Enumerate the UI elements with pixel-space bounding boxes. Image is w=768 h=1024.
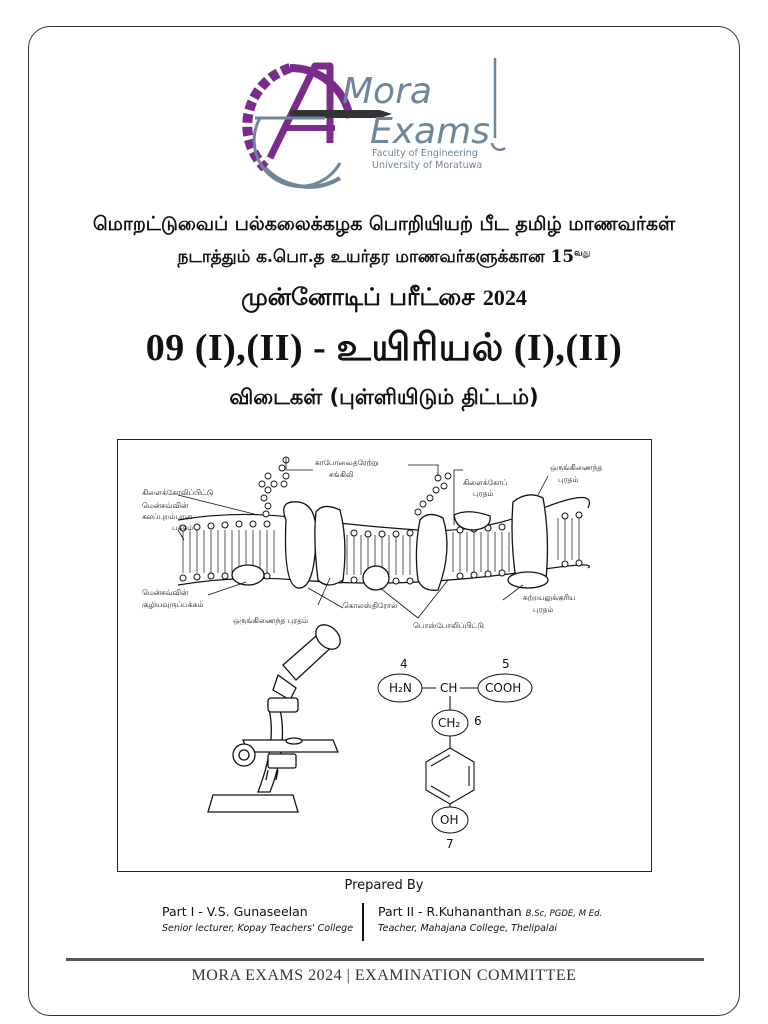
part1-role: Senior lecturer, Kopay Teachers' College xyxy=(162,923,354,934)
label-inner-surface-2: குழியவுருப்பக்கம் xyxy=(142,600,203,610)
part2-author: Part II - R.Kuhananthan xyxy=(378,904,522,919)
credit-divider xyxy=(362,903,364,941)
exam-name: முன்னோடிப் பரீட்சை xyxy=(241,283,475,311)
prepared-by-heading: Prepared By xyxy=(344,878,424,893)
label-phospholipid: பொஸ்போலிப்பிட்டு xyxy=(413,621,484,630)
logo-sub-university: University of Moratuwa xyxy=(372,160,482,171)
page-border xyxy=(28,26,740,1016)
footer-text: MORA EXAMS 2024 | EXAMINATION COMMITTEE xyxy=(191,967,577,984)
peripheral-protein xyxy=(231,564,265,586)
methylene-group: CH₂ xyxy=(438,716,460,730)
carbohydrate-chains xyxy=(258,456,452,518)
benzene-ring xyxy=(425,747,475,805)
title-line3: முன்னோடிப் பரீட்சை 2024 xyxy=(0,283,768,314)
label-4: 4 xyxy=(400,657,408,671)
label-outer-surface-1: மென்சவ்வின் xyxy=(142,501,189,510)
label-cholesterol: கொலஸ்திரோல் xyxy=(343,601,398,610)
illustration-canvas: காபோவைதரேற்று சங்கிலி கிளைக்கோலிப்பிட்டு… xyxy=(142,456,602,851)
microscope-icon xyxy=(207,624,341,813)
cholesterol xyxy=(362,565,390,591)
title-line1: மொறட்டுவைப் பல்கலைக்கழக பொறியியற் பீட தம… xyxy=(92,213,676,235)
label-integral-protein-bottom: ஒருங்கிணைந்த புரதம் xyxy=(233,616,308,626)
label-glycoprotein-1: கிளைக்கோப் xyxy=(463,478,508,487)
alpha-carbon: CH xyxy=(440,681,457,695)
title-line2: நடாத்தும் க.பொ.த உயர்தர மாணவர்களுக்கான 1… xyxy=(0,247,768,269)
label-glycoprotein-2: புரதம் xyxy=(473,489,493,498)
paper-title: 09 (I),(II) - உயிரியல் (I),(II) xyxy=(145,327,623,369)
marking-scheme-subtitle: விடைகள் (புள்ளியிடும் திட்டம்) xyxy=(229,385,539,409)
title-line2-text: நடாத்தும் க.பொ.த உயர்தர மாணவர்களுக்கான 1… xyxy=(177,247,575,267)
logo-brand-exams: Exams xyxy=(370,111,490,152)
logo-brand-mora: Mora xyxy=(342,71,432,112)
label-6: 6 xyxy=(474,714,482,728)
label-7: 7 xyxy=(446,837,454,851)
credit-part2: Part II - R.Kuhananthan B.Sc, PGDE, M Ed… xyxy=(378,904,602,934)
cell-membrane-diagram: காபோவைதரேற்று சங்கிலி கிளைக்கோலிப்பிட்டு… xyxy=(142,456,602,630)
mora-exams-logo: Mora Exams Faculty of Engineering Univer… xyxy=(242,58,506,189)
label-peripheral-protein-2: புரதம் xyxy=(533,605,553,614)
credit-part1: Part I - V.S. Gunaseelan Senior lecturer… xyxy=(162,904,353,934)
part2-degree: B.Sc, PGDE, M Ed. xyxy=(525,909,603,919)
title-line2-suffix: வது xyxy=(574,248,591,259)
pen-nib-icon xyxy=(290,110,392,118)
label-glycolipid: கிளைக்கோலிப்பிட்டு xyxy=(142,488,214,497)
label-5: 5 xyxy=(502,657,510,671)
tyrosine-structure: H₂N CH COOH CH₂ OH 4 5 6 7 xyxy=(377,657,533,851)
amino-group: H₂N xyxy=(389,681,412,695)
hydroxyl-group: OH xyxy=(440,813,458,827)
label-outer-surface-2: கலப்புறம்பான xyxy=(142,512,193,521)
cover-illustration: காபோவைதரேற்று சங்கிலி கிளைக்கோலிப்பிட்டு… xyxy=(117,439,652,872)
integral-protein xyxy=(283,501,317,589)
glycoprotein xyxy=(453,511,491,531)
label-peripheral-protein-1: சுற்றயலுக்குரிய xyxy=(523,593,576,603)
logo-sub-faculty: Faculty of Engineering xyxy=(372,148,478,159)
label-carbohydrate-chain-2: சங்கிலி xyxy=(329,470,354,479)
label-inner-surface-1: மென்சவ்வின் xyxy=(142,588,189,597)
exam-year: 2024 xyxy=(482,285,527,310)
footer-rule xyxy=(66,958,704,961)
label-outer-surface-3: பக்கம் xyxy=(172,523,193,532)
part1-author: Part I - V.S. Gunaseelan xyxy=(162,904,308,919)
part2-author-line: Part II - R.Kuhananthan B.Sc, PGDE, M Ed… xyxy=(378,904,602,919)
carboxyl-group: COOH xyxy=(485,681,521,695)
part2-role: Teacher, Mahajana College, Thelipalai xyxy=(378,923,558,934)
label-integral-protein-top-2: புரதம் xyxy=(558,475,578,484)
label-integral-protein-top-1: ஒருங்கிணைந்த xyxy=(550,463,602,473)
label-carbohydrate-chain-1: காபோவைதரேற்று xyxy=(315,458,378,468)
